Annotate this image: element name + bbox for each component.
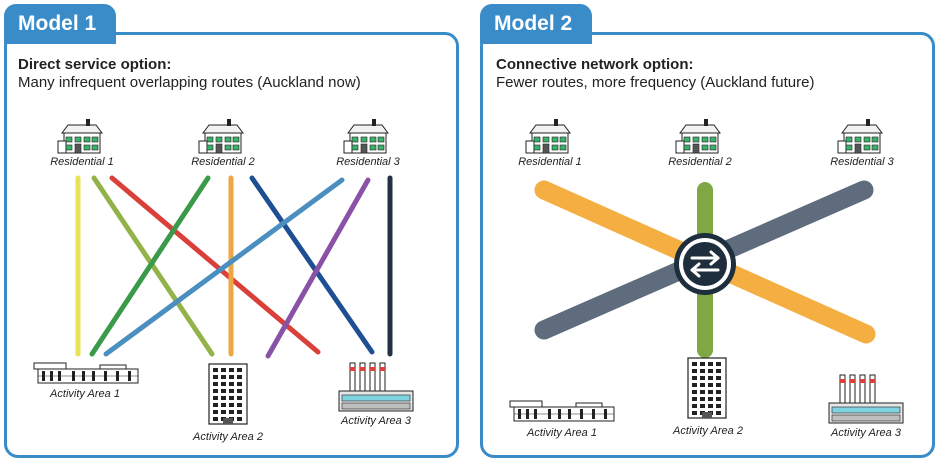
- model-1-residential-2-label: Residential 2: [191, 156, 255, 168]
- activity-factory-icon-2: [828, 374, 904, 424]
- residential-house-icon-6: [837, 118, 883, 154]
- activity-factory-icon-1: [338, 362, 414, 412]
- model-1-routes: [75, 175, 393, 359]
- model-2-activity-3-label: Activity Area 3: [831, 427, 901, 439]
- activity-office-tower-icon-1: [208, 363, 248, 425]
- model-1-route-3: [109, 175, 321, 355]
- residential-house-icon-2: [198, 118, 244, 154]
- model-1-route-4: [89, 175, 211, 357]
- transfer-arrows-icon: [690, 250, 720, 278]
- residential-house-icon-1: [57, 118, 103, 154]
- model-1-subtitle: Many infrequent overlapping routes (Auck…: [18, 74, 361, 91]
- model-1-activity-3-label: Activity Area 3: [341, 415, 411, 427]
- model-1-activity-1-label: Activity Area 1: [50, 388, 120, 400]
- model-1-route-7: [103, 177, 345, 357]
- model-2-residential-2-label: Residential 2: [668, 156, 732, 168]
- model-2-subtitle: Fewer routes, more frequency (Auckland f…: [496, 74, 815, 91]
- residential-house-icon-5: [675, 118, 721, 154]
- model-1-tab: Model 1: [4, 4, 116, 44]
- model-2-residential-3-label: Residential 3: [830, 156, 894, 168]
- model-1-residential-3-label: Residential 3: [336, 156, 400, 168]
- model-1-residential-1-label: Residential 1: [50, 156, 114, 168]
- buildings: [33, 118, 904, 425]
- model-1-route-8: [265, 177, 371, 359]
- model-2-title: Connective network option:: [496, 56, 694, 73]
- model-2-activity-1-label: Activity Area 1: [527, 427, 597, 439]
- model-2-tab: Model 2: [480, 4, 592, 44]
- model-1-title: Direct service option:: [18, 56, 172, 73]
- transfer-hub: [674, 233, 736, 295]
- activity-office-tower-icon-2: [687, 357, 727, 419]
- residential-house-icon-4: [525, 118, 571, 154]
- model-1-activity-2-label: Activity Area 2: [193, 431, 263, 443]
- model-1-route-6: [249, 175, 375, 355]
- model-2-residential-1-label: Residential 1: [518, 156, 582, 168]
- residential-house-icon-3: [343, 118, 389, 154]
- activity-mall-icon-2: [509, 400, 615, 422]
- activity-mall-icon-1: [33, 362, 139, 384]
- model-2-activity-2-label: Activity Area 2: [673, 425, 743, 437]
- model-1-route-2: [91, 175, 215, 357]
